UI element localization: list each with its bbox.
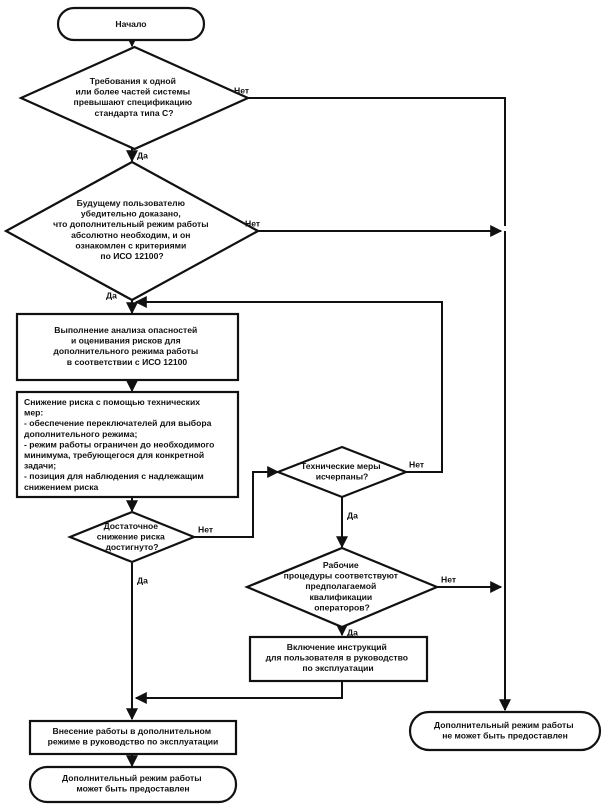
svg-text:Начало: Начало bbox=[115, 19, 146, 29]
node-decision-user-proof-line-3: абсолютно необходим, и он bbox=[71, 230, 190, 240]
node-process-instructions[interactable]: Включение инструкций для пользователя в … bbox=[248, 635, 429, 683]
node-decision-user-proof[interactable]: Будущему пользователю убедительно доказа… bbox=[3, 160, 261, 302]
edge-label-yes-5: Да bbox=[347, 627, 358, 637]
edge-tech-exhausted-no-feedback bbox=[134, 296, 443, 473]
node-start-line-0: Начало bbox=[115, 19, 146, 29]
svg-text:Выполнение анализа опасностей: Выполнение анализа опасностей и оцениван… bbox=[53, 325, 200, 367]
node-risk-reduction-line-3: дополнительного режима; bbox=[24, 429, 137, 439]
edge-risk-reduced-no bbox=[194, 466, 280, 538]
node-risk-reduction-line-2: - обеспечение переключателей для выбора bbox=[24, 418, 212, 428]
node-instructions-line-0: Включение инструкций bbox=[287, 642, 387, 652]
edge-label-no-1: Нет bbox=[234, 85, 249, 95]
node-decision-user-proof-line-5: по ИСО 12100? bbox=[100, 251, 163, 261]
node-decision-user-proof-line-2: что дополнительный режим работы bbox=[53, 219, 208, 229]
node-end-denied-line-0: Дополнительный режим работы bbox=[434, 720, 574, 730]
node-record-line-0: Внесение работы в дополнительном bbox=[53, 726, 212, 736]
svg-text:Рабочие процедуры соотве: Рабочие процедуры соответствуют предпола… bbox=[284, 560, 401, 612]
node-end-allowed-line-0: Дополнительный режим работы bbox=[62, 773, 202, 783]
node-record-line-1: режиме в руководство по эксплуатации bbox=[48, 737, 219, 747]
node-risk-reduced-line-0: Достаточное bbox=[104, 521, 159, 531]
node-end-denied-line-1: не может быть предоставлен bbox=[442, 731, 568, 741]
node-decision-type-c[interactable]: Требования к одной или более частей сист… bbox=[18, 45, 251, 151]
node-hazard-line-0: Выполнение анализа опасностей bbox=[54, 325, 197, 335]
node-decision-type-c-line-0: Требования к одной bbox=[90, 76, 176, 86]
node-process-hazard-analysis[interactable]: Выполнение анализа опасностей и оцениван… bbox=[15, 312, 240, 382]
node-instructions-line-2: по эксплуатации bbox=[302, 663, 373, 673]
node-process-risk-reduction[interactable]: Снижение риска с помощью технических мер… bbox=[15, 390, 240, 499]
svg-text:Требования к одной или б: Требования к одной или более частей сист… bbox=[74, 76, 195, 118]
edge-label-no-4: Нет bbox=[198, 524, 213, 534]
node-decision-procedures-match[interactable]: Рабочие процедуры соответствуют предпола… bbox=[244, 546, 440, 629]
edge-instructions-to-spine bbox=[134, 680, 343, 704]
node-risk-reduction-line-1: мер: bbox=[24, 408, 43, 418]
node-decision-risk-reduced[interactable]: Достаточное снижение риска достигнуто? bbox=[67, 510, 197, 564]
node-decision-type-c-line-2: превышают спецификацию bbox=[74, 97, 193, 107]
svg-text:Технические меры исчерпа: Технические меры исчерпаны? bbox=[301, 461, 383, 482]
node-risk-reduction-line-5: минимума, требующегося для конкретной bbox=[24, 450, 204, 460]
node-risk-reduction-line-4: - режим работы ограничен до необходимого bbox=[24, 440, 214, 450]
node-risk-reduced-line-2: достигнуто? bbox=[105, 542, 158, 552]
node-hazard-line-1: и оценивания рисков для bbox=[71, 336, 181, 346]
node-procedures-line-4: операторов? bbox=[314, 603, 370, 613]
node-procedures-line-3: квалификации bbox=[309, 592, 372, 602]
edge-label-no-3: Нет bbox=[409, 459, 424, 469]
node-hazard-line-2: дополнительного режима работы bbox=[53, 346, 198, 356]
node-start[interactable]: Начало bbox=[56, 6, 206, 42]
node-procedures-line-2: предполагаемой bbox=[305, 581, 376, 591]
node-tech-exhausted-line-0: Технические меры bbox=[301, 461, 381, 471]
svg-text:Снижение риска с помощью техни: Снижение риска с помощью технических мер… bbox=[24, 397, 217, 492]
node-decision-user-proof-line-1: убедительно доказано, bbox=[81, 209, 181, 219]
node-decision-user-proof-line-0: Будущему пользователю bbox=[77, 198, 185, 208]
node-decision-type-c-line-3: стандарта типа C? bbox=[94, 108, 173, 118]
node-risk-reduced-line-1: снижение риска bbox=[97, 532, 165, 542]
node-end-denied[interactable]: Дополнительный режим работы не может быт… bbox=[408, 710, 602, 752]
node-risk-reduction-line-0: Снижение риска с помощью технических bbox=[24, 397, 200, 407]
node-instructions-line-1: для пользователя в руководство bbox=[266, 653, 408, 663]
edge-label-yes-4: Да bbox=[137, 575, 148, 585]
edge-label-no-5: Нет bbox=[441, 574, 456, 584]
edge-label-yes-3: Да bbox=[347, 510, 358, 520]
node-risk-reduction-line-6: задачи; bbox=[24, 461, 56, 471]
edge-label-yes-2: Да bbox=[106, 290, 117, 300]
node-tech-exhausted-line-1: исчерпаны? bbox=[316, 472, 369, 482]
node-procedures-line-1: процедуры соответствуют bbox=[284, 571, 398, 581]
edge-label-no-2: Нет bbox=[245, 218, 260, 228]
node-decision-user-proof-line-4: ознакомлен с критериями bbox=[75, 241, 186, 251]
svg-text:Будущему пользователю уб: Будущему пользователю убедительно доказа… bbox=[53, 198, 211, 261]
node-process-record-mode[interactable]: Внесение работы в дополнительном режиме … bbox=[28, 719, 238, 756]
node-risk-reduction-line-8: снижением риска bbox=[24, 482, 99, 492]
node-end-allowed[interactable]: Дополнительный режим работы может быть п… bbox=[28, 765, 238, 804]
svg-text:Внесение работы в дополнительн: Внесение работы в дополнительном режиме … bbox=[48, 726, 219, 747]
edge-decision-type-c-no bbox=[248, 97, 506, 226]
svg-text:Дополнительный режим работы: Дополнительный режим работы не может быт… bbox=[434, 720, 576, 741]
node-hazard-line-3: в соответствии с ИСО 12100 bbox=[67, 357, 188, 367]
svg-text:Дополнительный режим работы: Дополнительный режим работы может быть п… bbox=[62, 773, 204, 794]
node-decision-type-c-line-1: или более частей системы bbox=[75, 87, 190, 97]
node-decision-tech-exhausted[interactable]: Технические меры исчерпаны? bbox=[274, 445, 410, 499]
node-end-allowed-line-1: может быть предоставлен bbox=[76, 784, 189, 794]
node-procedures-line-0: Рабочие bbox=[323, 560, 359, 570]
node-risk-reduction-line-7: - позиция для наблюдения с надлежащим bbox=[24, 471, 204, 481]
svg-text:Достаточное снижение рис: Достаточное снижение риска достигнуто? bbox=[97, 521, 167, 552]
connector-layer bbox=[126, 35, 511, 768]
svg-text:Включение инструкций для: Включение инструкций для пользователя в … bbox=[266, 642, 411, 673]
edge-label-yes-1: Да bbox=[137, 150, 148, 160]
